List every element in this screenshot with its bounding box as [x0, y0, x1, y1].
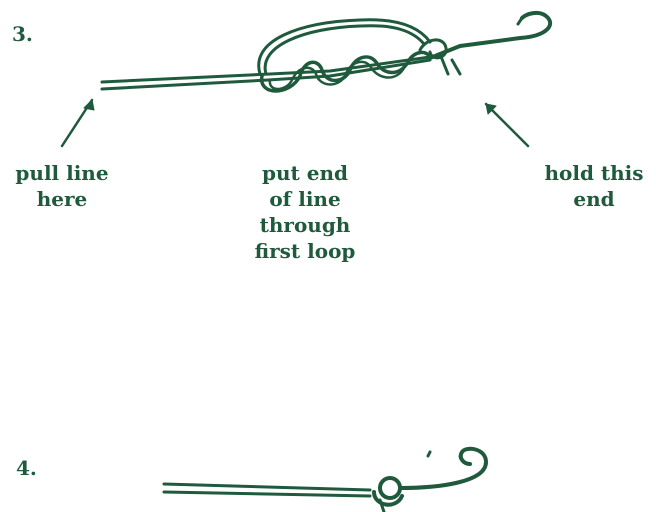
- arrow-hold: [486, 104, 528, 146]
- label-put-line3: through: [240, 212, 370, 238]
- label-put-line2: of line: [240, 186, 370, 212]
- step3-hook: [430, 13, 550, 58]
- label-hold-this-end: hold this end: [532, 160, 656, 212]
- label-pull-line-here: pull line here: [0, 160, 124, 212]
- step-3-number: 3.: [12, 22, 33, 46]
- label-put-line1: put end: [240, 160, 370, 186]
- step4-line: [164, 484, 370, 496]
- step-4-number: 4.: [16, 456, 37, 480]
- label-put-line4: first loop: [240, 238, 370, 264]
- step4-hook: [400, 449, 486, 488]
- label-hold-line2: end: [532, 186, 656, 212]
- label-pull-line2: here: [0, 186, 124, 212]
- arrow-pull: [62, 100, 94, 146]
- step4-knot: [374, 478, 402, 512]
- label-hold-line1: hold this: [532, 160, 656, 186]
- label-put-end-through-loop: put end of line through first loop: [240, 160, 370, 264]
- label-pull-line1: pull line: [0, 160, 124, 186]
